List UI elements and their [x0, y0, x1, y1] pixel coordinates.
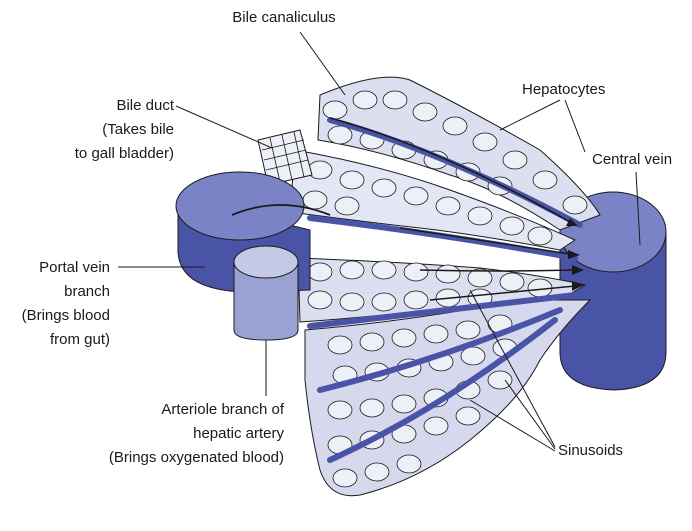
svg-text:hepatic artery: hepatic artery: [193, 425, 284, 442]
svg-text:Bile canaliculus: Bile canaliculus: [232, 9, 335, 26]
svg-text:(Brings oxygenated blood): (Brings oxygenated blood): [109, 449, 284, 466]
svg-text:Central vein: Central vein: [592, 151, 672, 168]
svg-text:Hepatocytes: Hepatocytes: [522, 81, 605, 98]
svg-text:Bile duct: Bile duct: [116, 97, 174, 114]
svg-text:branch: branch: [64, 283, 110, 300]
label-portal-vein-branch: Portal vein branch (Brings blood from gu…: [22, 259, 205, 348]
svg-text:(Takes bile: (Takes bile: [102, 121, 174, 138]
svg-text:from gut): from gut): [50, 331, 110, 348]
svg-text:to gall bladder): to gall bladder): [75, 145, 174, 162]
svg-text:Portal vein: Portal vein: [39, 259, 110, 276]
arteriole: [234, 246, 298, 340]
label-bile-canaliculus: Bile canaliculus: [232, 9, 345, 95]
hepatocyte-plates: [290, 77, 600, 496]
label-bile-duct: Bile duct (Takes bile to gall bladder): [75, 97, 272, 162]
svg-text:Sinusoids: Sinusoids: [558, 442, 623, 459]
svg-text:Arteriole branch of: Arteriole branch of: [161, 401, 284, 418]
label-arteriole: Arteriole branch of hepatic artery (Brin…: [109, 340, 285, 466]
svg-text:(Brings blood: (Brings blood: [22, 307, 110, 324]
